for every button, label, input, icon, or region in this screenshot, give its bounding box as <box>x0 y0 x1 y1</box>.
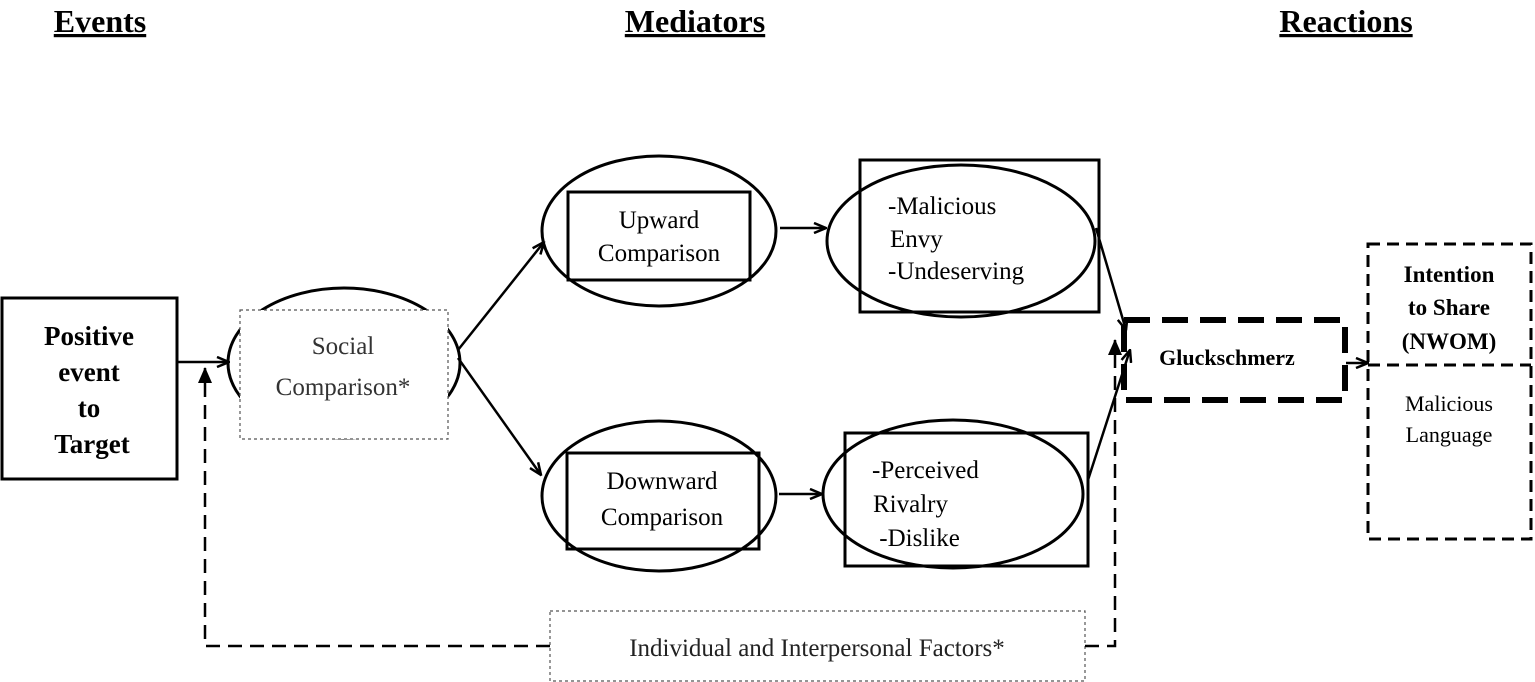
factors-label: Individual and Interpersonal Factors* <box>629 635 1005 662</box>
arrow-social-to-upward <box>457 242 544 351</box>
malicious-language-line-2: Language <box>1406 422 1493 447</box>
positive-event-line-4: Target <box>54 429 130 459</box>
header-events: Events <box>54 3 146 39</box>
gluckschmerz-node: Gluckschmerz <box>1121 317 1348 403</box>
positive-event-line-1: Positive <box>44 321 134 351</box>
malicious-envy-line-2: Envy <box>890 226 943 253</box>
positive-event-node: Positive event to Target <box>0 296 179 481</box>
gluckschmerz-label: Gluckschmerz <box>1159 345 1295 370</box>
arrow-social-to-downward <box>456 357 541 475</box>
positive-event-line-2: event <box>58 357 119 387</box>
header-reactions: Reactions <box>1279 3 1412 39</box>
intention-node: Intention to Share (NWOM) Malicious Lang… <box>1366 242 1533 541</box>
header-mediators: Mediators <box>625 3 765 39</box>
positive-event-line-3: to <box>78 393 101 423</box>
perceived-rivalry-line-3: -Dislike <box>873 525 960 552</box>
upward-line-2: Comparison <box>598 240 721 267</box>
intention-line-3: (NWOM) <box>1402 329 1497 354</box>
dashed-factors-to-gluckschmerz <box>1085 339 1122 648</box>
downward-line-2: Comparison <box>601 504 724 531</box>
malicious-envy-node: -Malicious Envy -Undeserving <box>825 158 1101 319</box>
arrow-rivalry-to-gluckschmerz <box>1086 350 1130 481</box>
factors-node: Individual and Interpersonal Factors* <box>549 610 1086 682</box>
malicious-envy-line-1: -Malicious <box>888 193 996 220</box>
perceived-rivalry-line-1: -Perceived <box>872 457 979 484</box>
social-comparison-line-2: Comparison* <box>276 374 411 401</box>
malicious-envy-line-3: -Undeserving <box>888 258 1025 285</box>
upward-line-1: Upward <box>619 207 700 234</box>
dashed-factors-to-social <box>198 367 550 648</box>
downward-comparison-node: Downward Comparison <box>540 419 778 573</box>
perceived-rivalry-line-2: Rivalry <box>873 491 948 518</box>
social-comparison-line-1: Social <box>312 333 375 360</box>
upward-comparison-node: Upward Comparison <box>540 154 778 308</box>
downward-line-1: Downward <box>606 468 718 495</box>
perceived-rivalry-node: -Perceived Rivalry -Dislike <box>821 418 1090 570</box>
social-comparison-node: Social Comparison* <box>226 286 462 440</box>
intention-line-1: Intention <box>1404 262 1495 287</box>
arrow-envy-to-gluckschmerz <box>1094 227 1126 330</box>
intention-line-2: to Share <box>1408 295 1490 320</box>
malicious-language-line-1: Malicious <box>1405 391 1493 416</box>
